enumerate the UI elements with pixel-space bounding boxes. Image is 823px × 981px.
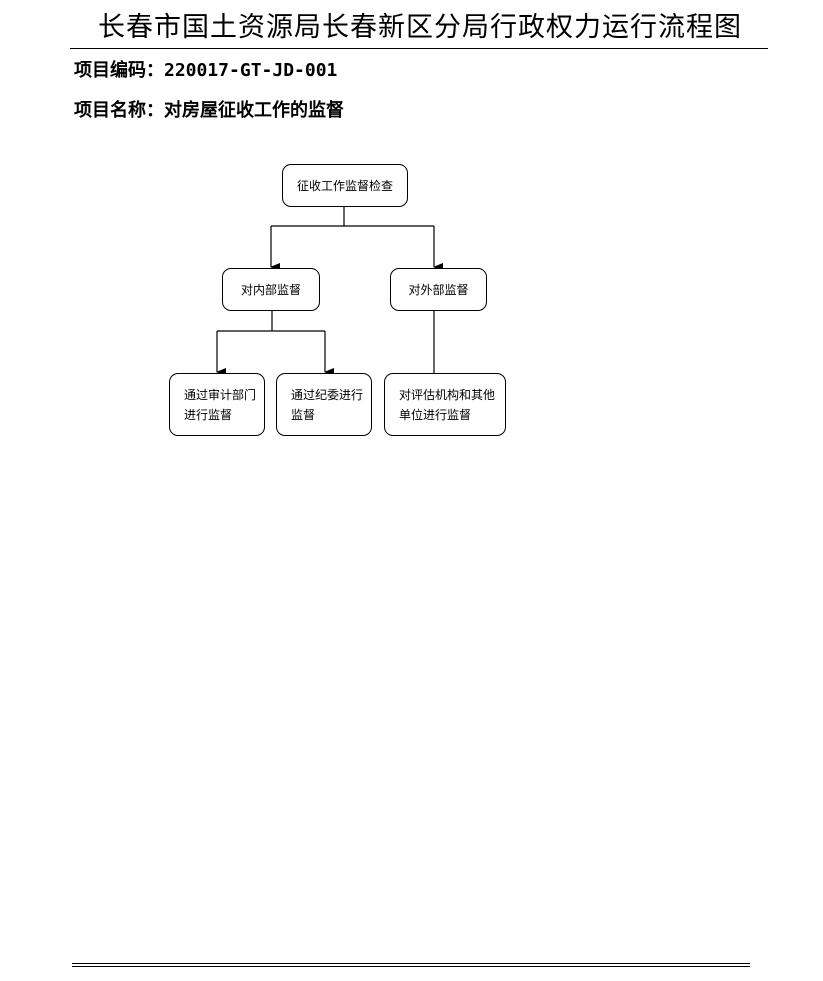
project-name-value: 对房屋征收工作的监督 — [164, 100, 344, 121]
flow-node-discipline: 通过纪委进行监督 — [276, 373, 372, 436]
flow-node-agency-label: 对评估机构和其他单位进行监督 — [399, 387, 496, 422]
flow-node-internal-label: 对内部监督 — [240, 282, 301, 297]
project-name-line: 项目名称：对房屋征收工作的监督 — [74, 98, 344, 124]
flow-node-audit-label: 通过审计部门进行监督 — [184, 387, 257, 422]
footer-rule-bottom — [72, 966, 750, 967]
flow-node-external-label: 对外部监督 — [408, 282, 469, 297]
flow-node-root-label: 征收工作监督检查 — [296, 178, 393, 193]
project-name-label: 项目名称： — [74, 100, 164, 121]
flow-node-internal: 对内部监督 — [222, 268, 320, 311]
page-title: 长春市国土资源局长春新区分局行政权力运行流程图 — [98, 12, 742, 43]
flow-node-root: 征收工作监督检查 — [282, 164, 408, 207]
project-code-label: 项目编码： — [74, 60, 164, 81]
flow-node-audit: 通过审计部门进行监督 — [169, 373, 265, 436]
flow-node-external: 对外部监督 — [390, 268, 487, 311]
project-code-value: 220017-GT-JD-001 — [164, 60, 338, 81]
flow-node-agency: 对评估机构和其他单位进行监督 — [384, 373, 506, 436]
project-code-line: 项目编码：220017-GT-JD-001 — [74, 58, 337, 84]
title-underline — [70, 48, 768, 49]
flow-node-discipline-label: 通过纪委进行监督 — [291, 387, 364, 422]
footer-rule-top — [72, 963, 750, 964]
